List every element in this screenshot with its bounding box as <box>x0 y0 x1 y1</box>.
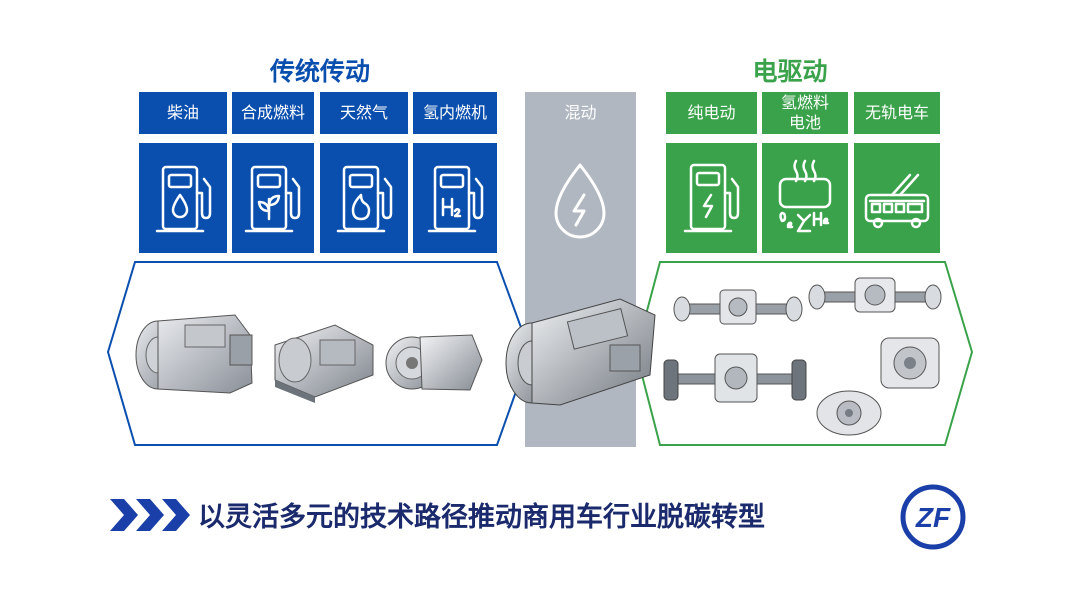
label-diesel: 柴油 <box>139 92 227 134</box>
fuel-pump-drop-icon <box>155 165 212 233</box>
fuel-pump-leaf-icon <box>244 165 301 233</box>
electric-axle-image-2 <box>805 270 945 325</box>
tagline: 以灵活多元的技术路径推动商用车行业脱碳转型 <box>198 502 765 533</box>
zf-logo: ZF <box>900 484 966 550</box>
transmission-large-image <box>130 295 265 405</box>
electric-title: 电驱动 <box>752 57 828 86</box>
electric-axle-image-3 <box>660 340 810 415</box>
electric-motor-image-2 <box>812 385 887 440</box>
fuel-pump-flame-icon <box>336 165 393 233</box>
tile-diesel <box>139 143 227 253</box>
label-hydrogen-ice: 氢内燃机 <box>413 92 497 134</box>
tile-hybrid <box>525 143 636 253</box>
trolleybus-icon <box>864 173 930 229</box>
label-trolleybus: 无轨电车 <box>854 92 940 134</box>
zf-logo-text: ZF <box>915 502 951 533</box>
tile-fuel-cell <box>762 143 848 253</box>
fuel-pump-h2-icon <box>427 165 484 233</box>
fuel-cell-o2-h2-icon <box>778 159 832 233</box>
tile-natural-gas <box>320 143 408 253</box>
label-natural-gas: 天然气 <box>320 92 408 134</box>
label-pure-electric: 纯电动 <box>666 92 757 134</box>
chevron-arrows-icon <box>110 499 190 531</box>
transmission-hybrid-image <box>500 285 665 415</box>
label-fuel-cell-line1: 氢燃料 <box>780 93 829 112</box>
label-synthetic-fuel: 合成燃料 <box>232 92 314 134</box>
tile-pure-electric <box>666 143 757 253</box>
label-hybrid: 混动 <box>564 103 597 122</box>
tile-hydrogen-ice <box>413 143 497 253</box>
label-fuel-cell: 氢燃料 电池 <box>762 92 848 134</box>
transmission-compact-image <box>382 315 487 405</box>
drop-lightning-icon <box>554 163 606 239</box>
charging-station-icon <box>683 163 740 233</box>
electric-axle-image-1 <box>668 278 808 338</box>
traditional-title: 传统传动 <box>269 57 370 86</box>
tile-synthetic-fuel <box>232 143 314 253</box>
tile-trolleybus <box>854 143 940 253</box>
transmission-medium-image <box>265 305 380 405</box>
label-fuel-cell-line2: 电池 <box>788 113 821 132</box>
electric-motor-image-1 <box>875 330 945 395</box>
